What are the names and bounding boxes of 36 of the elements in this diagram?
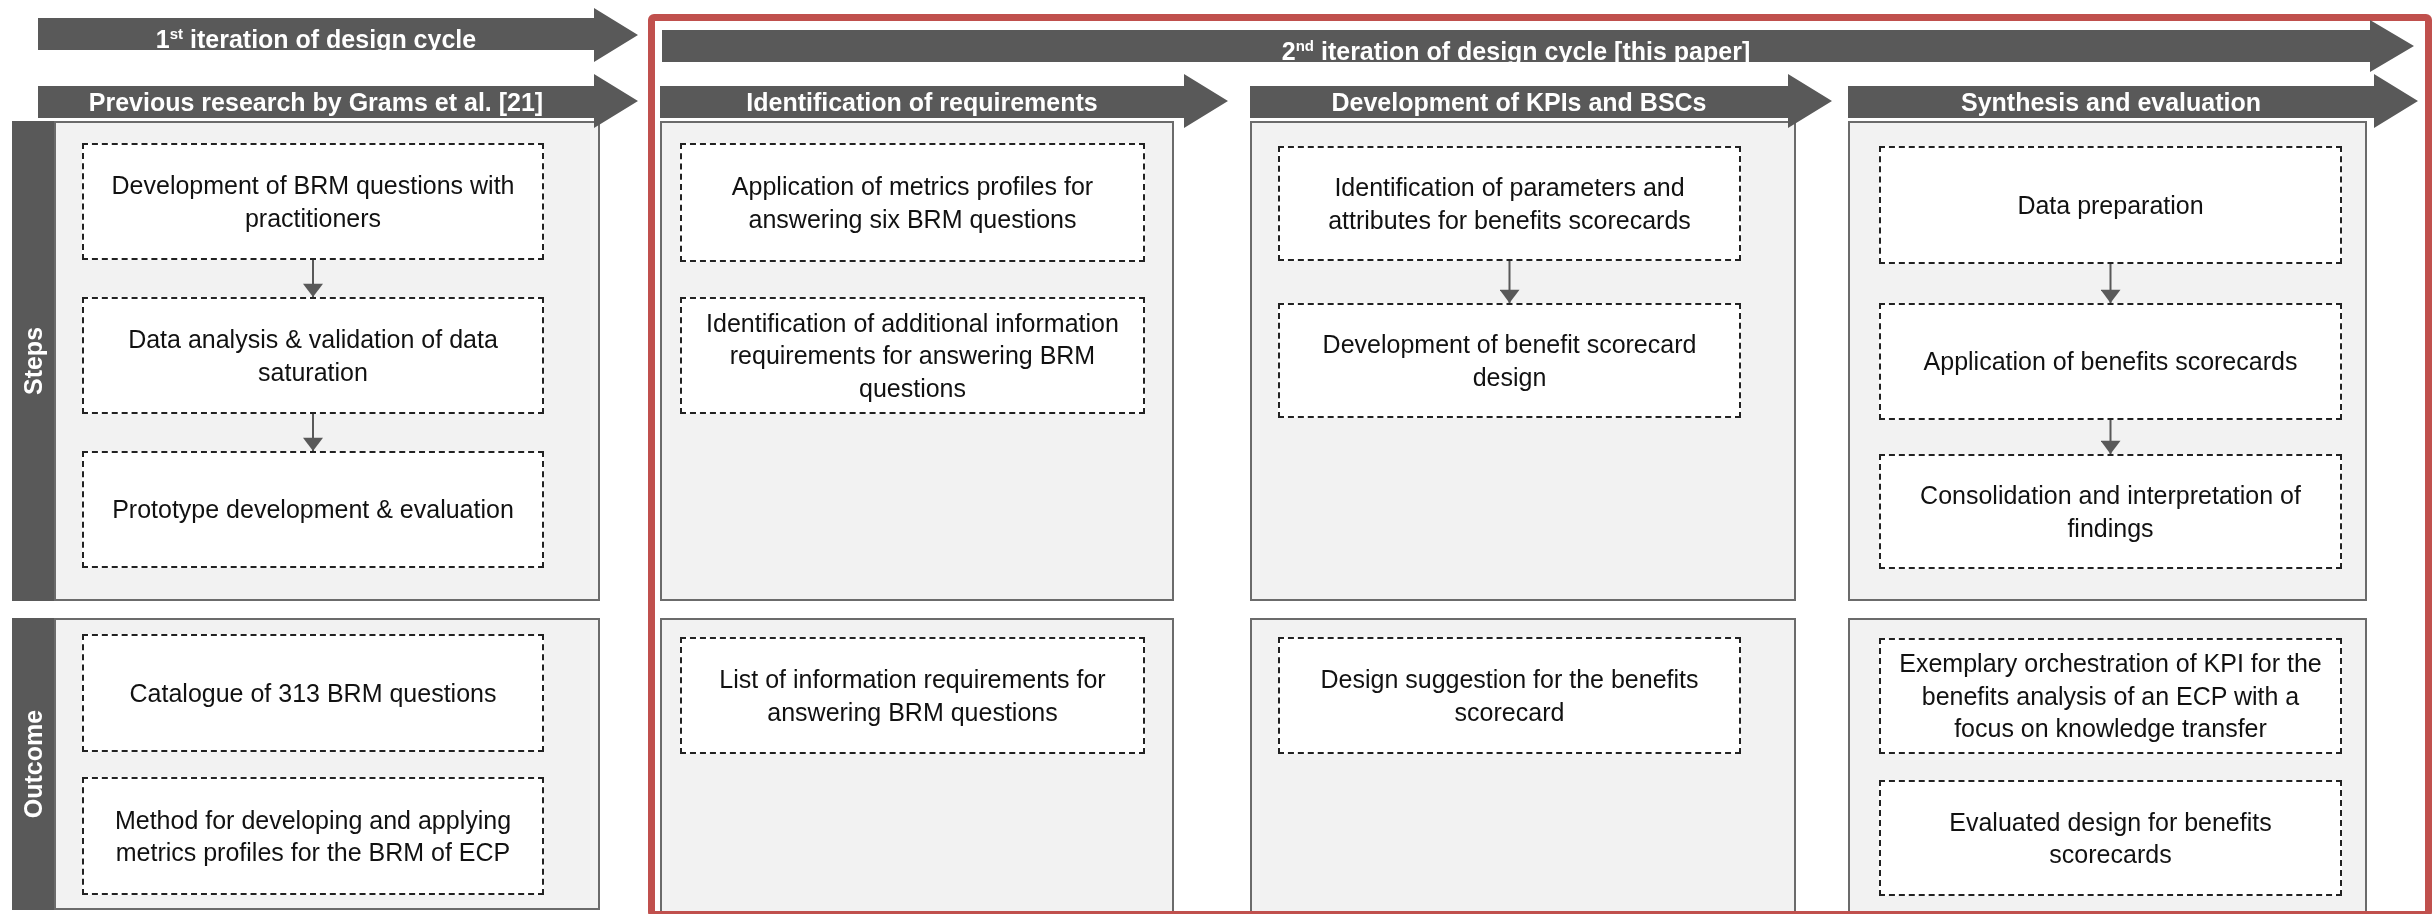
step-box: Application of metrics profiles for answering six BRM questions <box>680 143 1145 262</box>
arrow <box>1499 260 1520 304</box>
banner-title: Synthesis and evaluation <box>1959 87 2263 118</box>
arrow <box>2100 263 2121 304</box>
step-box: Consolidation and interpretation of findings <box>1879 454 2342 569</box>
arrow-banner <box>1250 74 1832 128</box>
arrow <box>2100 419 2121 455</box>
row-header <box>12 121 54 601</box>
outcome-box: Method for developing and applying metrics profiles for the BRM of ECP <box>82 777 544 895</box>
outcome-box: Design suggestion for the benefits scorecard <box>1278 637 1741 754</box>
arrow-banner <box>662 20 2414 72</box>
arrow-banner <box>660 74 1228 128</box>
outcome-box: List of information requirements for answering BRM questions <box>680 637 1145 754</box>
step-box: Application of benefits scorecards <box>1879 303 2342 420</box>
outcome-box: Evaluated design for benefits scorecards <box>1879 780 2342 896</box>
step-box: Data preparation <box>1879 146 2342 264</box>
banner-title: Identification of requirements <box>745 87 1099 118</box>
row-label: Outcome <box>18 709 48 819</box>
step-box: Development of benefit scorecard design <box>1278 303 1741 418</box>
row-header <box>12 618 54 910</box>
step-box: Data analysis & validation of data saturation <box>82 297 544 414</box>
arrow-banner <box>38 74 638 128</box>
banner-title: Previous research by Grams et al. [21] <box>87 87 545 118</box>
arrow-banner <box>38 8 638 62</box>
arrow <box>303 259 323 298</box>
arrow <box>303 413 323 452</box>
banner-title: 1$^{st}$ iteration of design cycle <box>154 24 478 56</box>
arrow-banner <box>1848 74 2418 128</box>
step-box: Identification of additional information requirements for answering BRM questions <box>680 297 1145 414</box>
outcome-box: Catalogue of 313 BRM questions <box>82 634 544 752</box>
step-box: Identification of parameters and attributes for benefits scorecards <box>1278 146 1741 261</box>
banner-title: Development of KPIs and BSCs <box>1330 87 1708 118</box>
row-label: Steps <box>18 326 48 396</box>
step-box: Prototype development & evaluation <box>82 451 544 568</box>
step-box: Development of BRM questions with practitioners <box>82 143 544 260</box>
outcome-box: Exemplary orchestration of KPI for the benefits analysis of an ECP with a focus on knowledge transfer <box>1879 638 2342 754</box>
